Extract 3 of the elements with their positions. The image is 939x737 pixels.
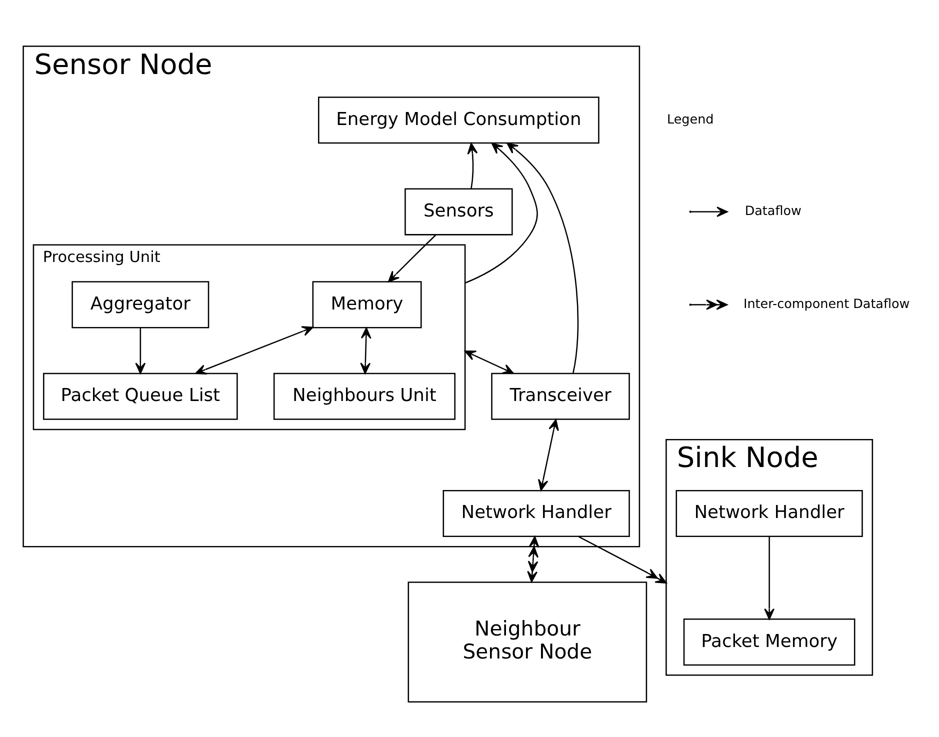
legend-label: Inter-component Dataflow: [743, 296, 910, 312]
label: Legend: [667, 112, 714, 127]
legend-label: Dataflow: [744, 203, 802, 218]
